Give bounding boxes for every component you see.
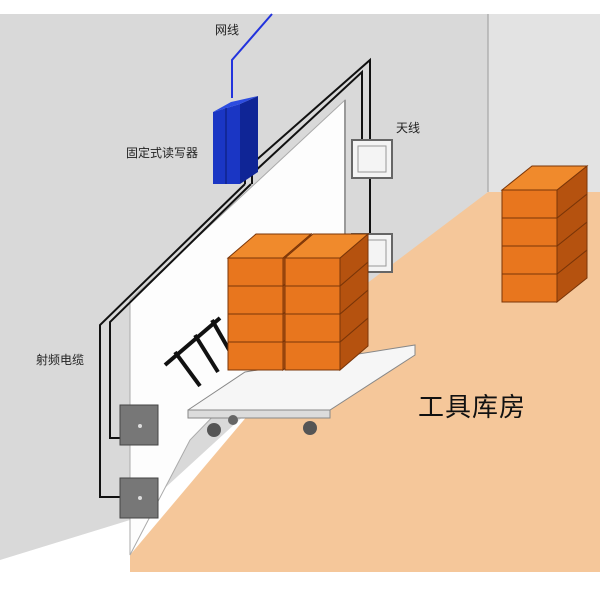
box-front [284, 313, 341, 343]
box-top [226, 233, 313, 259]
cart-wheel-1 [207, 423, 221, 437]
box-front [501, 217, 558, 247]
wall-right [488, 14, 600, 192]
antenna-lower-1-dot [138, 424, 142, 428]
rf-cable-inner [109, 183, 252, 439]
antenna-label: 天线 [396, 121, 421, 135]
box-front [501, 189, 558, 219]
reader-top [213, 96, 258, 112]
cart-wheel-3 [228, 415, 238, 425]
box-front [284, 257, 341, 287]
reader-side [240, 96, 258, 184]
rf-cable-outer [99, 183, 246, 498]
rf-cable-label: 射频电缆 [36, 353, 85, 367]
network-cable-line [231, 13, 273, 98]
cart-handle [163, 316, 234, 388]
antenna-lower-2-dot [138, 496, 142, 500]
box-top [500, 165, 589, 191]
box-front [227, 313, 284, 343]
antenna-upper [351, 139, 393, 179]
antenna-upper-inner [357, 145, 387, 173]
fixed-reader-device [213, 96, 258, 184]
antenna-lower-left [119, 404, 159, 519]
cart-platform-edge [187, 409, 331, 419]
box-front [501, 245, 558, 275]
cart-wheel-2 [303, 421, 317, 435]
tool-warehouse-label: 工具库房 [418, 393, 527, 423]
box-front [284, 285, 341, 315]
cart-box-stack [226, 232, 370, 372]
fixed-reader-label: 固定式读写器 [126, 146, 199, 160]
pallet-cart [187, 344, 416, 437]
warehouse-box-stack [500, 164, 589, 304]
box-front [284, 341, 341, 371]
box-front [227, 285, 284, 315]
box-front [227, 257, 284, 287]
box-top [283, 233, 370, 259]
box-front [501, 273, 558, 303]
network-cable-label: 网线 [215, 23, 240, 37]
box-front [227, 341, 284, 371]
